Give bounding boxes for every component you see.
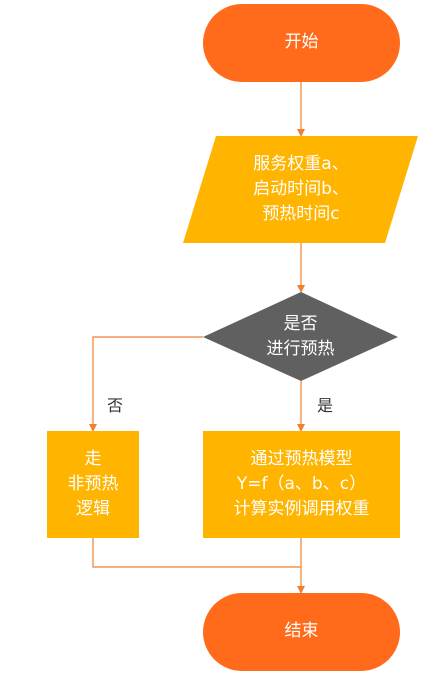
branch-label-yes: 是 [317, 396, 334, 415]
input-label: 服务权重a、 启动时间b、 预热时间c [200, 152, 402, 227]
decision-line-1: 是否 [283, 314, 318, 334]
input-line-3: 预热时间c [262, 204, 340, 224]
warmup-calc-label: 通过预热模型 Y=f（a、b、c） 计算实例调用权重 [203, 447, 400, 522]
connector-decision-no [89, 336, 203, 432]
no-warmup-line-1: 走 [84, 449, 102, 469]
start-label: 开始 [284, 32, 319, 52]
no-warmup-line-2: 非预热 [67, 474, 119, 494]
warmup-calc-line-2: Y=f（a、b、c） [236, 474, 367, 494]
end-label: 结束 [284, 621, 319, 641]
branch-label-no: 否 [107, 396, 124, 415]
no-warmup-line-3: 逻辑 [76, 499, 110, 519]
input-line-2: 启动时间b、 [253, 179, 349, 199]
no-warmup-process [47, 431, 139, 538]
end-terminal [203, 593, 400, 671]
decision-diamond [203, 292, 398, 381]
no-warmup-label: 走 非预热 逻辑 [47, 447, 139, 522]
warmup-calc-line-1: 通过预热模型 [250, 449, 353, 469]
input-line-1: 服务权重a、 [253, 154, 349, 174]
decision-line-2: 进行预热 [266, 339, 335, 359]
warmup-calc-line-3: 计算实例调用权重 [233, 499, 370, 519]
connector-no-warmup-merge [92, 538, 301, 568]
start-terminal [203, 4, 400, 82]
warmup-calc-process [203, 431, 400, 538]
input-parallelogram [183, 136, 418, 243]
decision-label: 是否 进行预热 [203, 312, 398, 362]
